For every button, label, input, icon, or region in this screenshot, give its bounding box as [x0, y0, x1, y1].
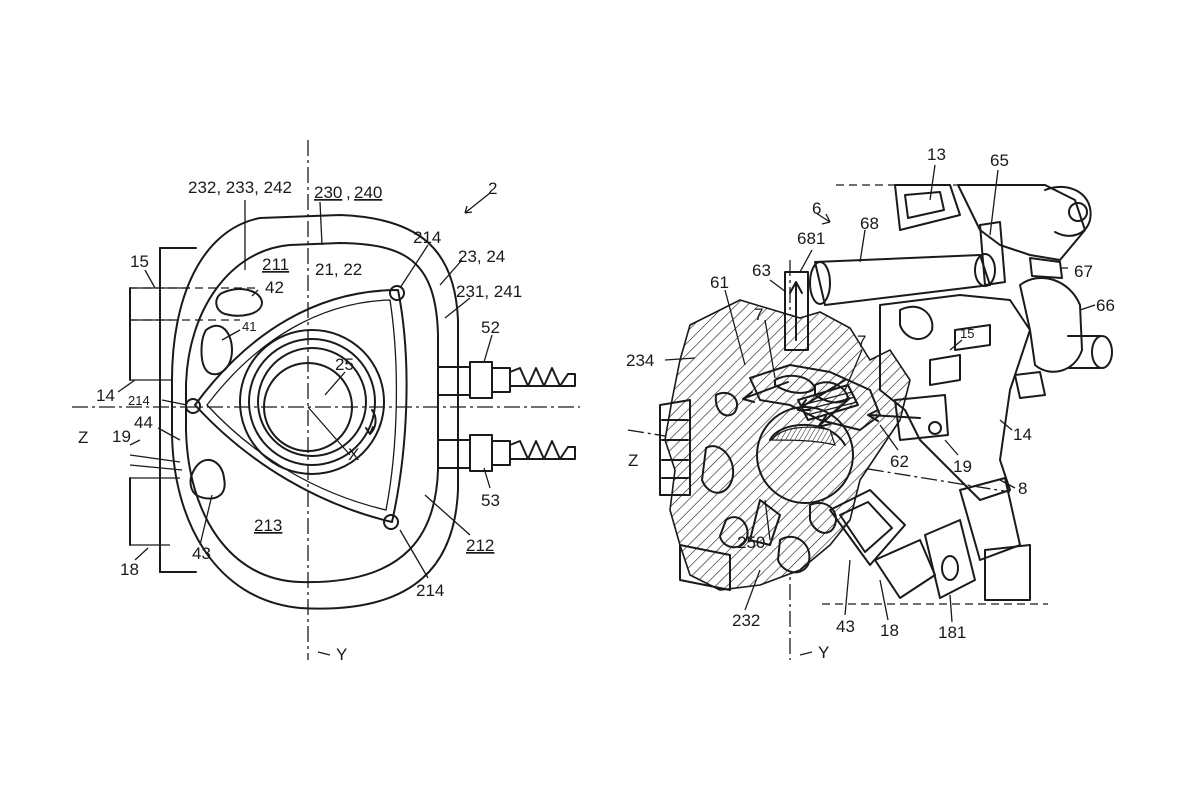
apex-seal-top	[389, 285, 405, 301]
label-x: X	[348, 445, 359, 464]
label-8: 8	[1018, 479, 1027, 498]
label-13: 13	[927, 145, 946, 164]
component-13	[894, 184, 961, 231]
label-213: 213	[254, 516, 282, 535]
label-6: 6	[812, 199, 821, 218]
left-figure-rotary-engine: 2 232, 233, 242 230 , 240 214 23, 24 231…	[72, 140, 580, 664]
rotor-housing-inner	[185, 242, 439, 584]
label-66: 66	[1096, 296, 1115, 315]
label-7b: 7	[857, 332, 866, 351]
label-232-right: 232	[732, 611, 760, 630]
label-19: 19	[112, 427, 131, 446]
right-figure-engine-cutaway: 13 65 6 68 681 63 67 61 66 7 15 234 7 14…	[626, 145, 1115, 662]
label-181: 181	[938, 623, 966, 642]
apex-seal-bottom	[383, 514, 399, 530]
label-19-right: 19	[953, 457, 972, 476]
label-23-24: 23, 24	[458, 247, 505, 266]
center-bore	[756, 406, 854, 504]
label-15-right: 15	[960, 326, 974, 341]
label-214-top: 214	[413, 228, 441, 247]
label-681: 681	[797, 229, 825, 248]
port-43	[189, 458, 226, 500]
label-18-right: 18	[880, 621, 899, 640]
eccentric-shaft	[263, 362, 353, 452]
label-53: 53	[481, 491, 500, 510]
component-66	[1019, 276, 1083, 373]
label-18: 18	[120, 560, 139, 579]
label-7a: 7	[754, 305, 763, 324]
component-67	[1029, 257, 1063, 279]
label-232-233-242: 232, 233, 242	[188, 178, 292, 197]
component-65	[979, 221, 1006, 286]
svg-text:,: ,	[346, 183, 351, 202]
flow-arrow-up	[789, 281, 803, 341]
label-z-right: Z	[628, 451, 638, 470]
label-y: Y	[336, 645, 347, 664]
label-231-241: 231, 241	[456, 282, 522, 301]
label-z: Z	[78, 428, 88, 447]
label-68: 68	[860, 214, 879, 233]
label-250: 250	[737, 533, 765, 552]
label-234: 234	[626, 351, 654, 370]
component-181	[924, 519, 976, 599]
label-25: 25	[335, 355, 354, 374]
apex-seal-left	[185, 398, 201, 414]
label-214-bottom: 214	[416, 581, 444, 600]
label-212: 212	[466, 536, 494, 555]
component-43	[829, 489, 906, 566]
label-61: 61	[710, 273, 729, 292]
port-41	[200, 324, 233, 376]
label-15: 15	[130, 252, 149, 271]
block-62	[894, 394, 949, 441]
label-240: 240	[354, 183, 382, 202]
spark-plug-53	[437, 434, 576, 472]
label-14: 14	[96, 386, 115, 405]
label-2: 2	[488, 179, 497, 198]
label-42: 42	[265, 278, 284, 297]
spark-plug-52	[437, 361, 576, 399]
label-44: 44	[134, 413, 153, 432]
oil-passage	[749, 364, 881, 431]
rotor	[194, 289, 408, 523]
label-41: 41	[242, 319, 256, 334]
label-21-22: 21, 22	[315, 260, 362, 279]
oil-pipe-68	[814, 254, 991, 306]
label-43-right: 43	[836, 617, 855, 636]
rotor-gear-outer	[239, 329, 385, 475]
rotor-housing-outer	[171, 214, 459, 610]
housing-section	[664, 299, 911, 591]
label-65: 65	[990, 151, 1009, 170]
label-52: 52	[481, 318, 500, 337]
label-230: 230	[314, 183, 342, 202]
label-211: 211	[262, 255, 289, 274]
label-62: 62	[890, 452, 909, 471]
label-63: 63	[752, 261, 771, 280]
label-y-right: Y	[818, 643, 829, 662]
label-67: 67	[1074, 262, 1093, 281]
label-43: 43	[192, 544, 211, 563]
label-214-left: 214	[128, 393, 150, 408]
label-14-right: 14	[1013, 425, 1032, 444]
port-42	[215, 288, 263, 317]
